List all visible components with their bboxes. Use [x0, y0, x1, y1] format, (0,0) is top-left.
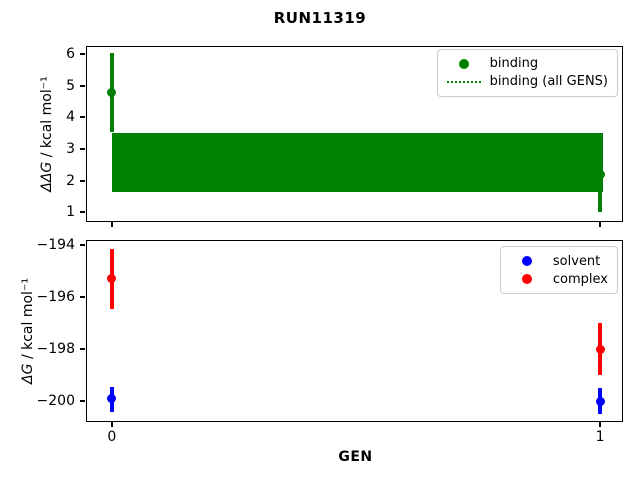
y-axis-label-units: / kcal mol⁻¹	[39, 76, 55, 162]
y-tick-label: −198	[36, 341, 75, 358]
plot-binding: binding binding (all GENS) 6 5 4 3 2 1	[66, 45, 623, 227]
y-tick	[80, 53, 85, 56]
x-tick	[110, 221, 113, 227]
y-tick	[80, 179, 85, 182]
x-tick-label: 1	[595, 429, 605, 446]
y-tick-label: 2	[66, 172, 75, 189]
plot-dg: solvent complex −194 −196 −198 −200 0 1	[37, 237, 623, 445]
y-axis-label-units: / kcal mol⁻¹	[20, 278, 36, 364]
y-tick-label: 4	[66, 109, 75, 126]
y-tick-label: 3	[66, 141, 75, 158]
y-axis-label-dg: ΔG / kcal mol⁻¹	[20, 278, 36, 384]
figure-title: RUN11319	[273, 9, 367, 27]
y-tick-label: 1	[66, 204, 75, 221]
y-tick	[80, 400, 85, 403]
legend-swatch-wrap	[510, 256, 544, 267]
data-point-complex	[107, 274, 117, 284]
legend-dg: solvent complex	[499, 246, 618, 295]
legend-label-complex: complex	[552, 271, 608, 287]
legend-label-binding-all-gens: binding (all GENS)	[489, 74, 608, 90]
y-tick-label: 5	[66, 77, 75, 94]
legend-entry-binding-all-gens: binding (all GENS)	[446, 73, 608, 91]
x-tick	[110, 422, 113, 428]
solvent-dot-icon	[521, 256, 532, 267]
y-tick-label: −200	[36, 393, 75, 410]
x-tick	[599, 221, 602, 227]
x-tick-label: 0	[107, 429, 117, 446]
y-tick-label: −194	[36, 237, 75, 254]
y-tick	[80, 84, 85, 87]
y-tick	[80, 244, 85, 247]
legend-entry-solvent: solvent	[510, 252, 608, 270]
legend-label-binding: binding	[489, 56, 539, 72]
data-point-binding	[107, 87, 117, 97]
y-tick-label: 6	[66, 46, 75, 63]
data-point-binding	[595, 169, 605, 179]
band-binding-all-gens-	[111, 133, 604, 192]
data-point-solvent	[107, 394, 117, 404]
y-tick	[80, 148, 85, 151]
y-tick-label: −196	[36, 289, 75, 306]
legend-swatch-wrap	[446, 80, 481, 83]
y-axis-label-ddg: ΔΔG / kcal mol⁻¹	[39, 76, 55, 191]
legend-swatch-wrap	[447, 58, 481, 69]
binding-dot-icon	[458, 58, 469, 69]
x-axis-label-gen: GEN	[338, 449, 373, 465]
legend-entry-binding: binding	[447, 55, 608, 73]
complex-dot-icon	[521, 274, 532, 285]
y-tick	[80, 348, 85, 351]
y-tick	[80, 116, 85, 119]
x-tick	[599, 422, 602, 428]
y-axis-label-math: ΔΔG	[39, 161, 55, 192]
binding-all-gens-dotted-line-icon	[446, 80, 481, 83]
legend-entry-complex: complex	[510, 270, 608, 288]
legend-binding: binding binding (all GENS)	[436, 48, 618, 97]
data-point-complex	[595, 344, 605, 354]
y-axis-label-math: ΔG	[20, 363, 36, 384]
legend-swatch-wrap	[510, 274, 544, 285]
y-tick	[80, 211, 85, 214]
data-point-solvent	[595, 396, 605, 406]
y-tick	[80, 296, 85, 299]
legend-label-solvent: solvent	[552, 253, 601, 269]
